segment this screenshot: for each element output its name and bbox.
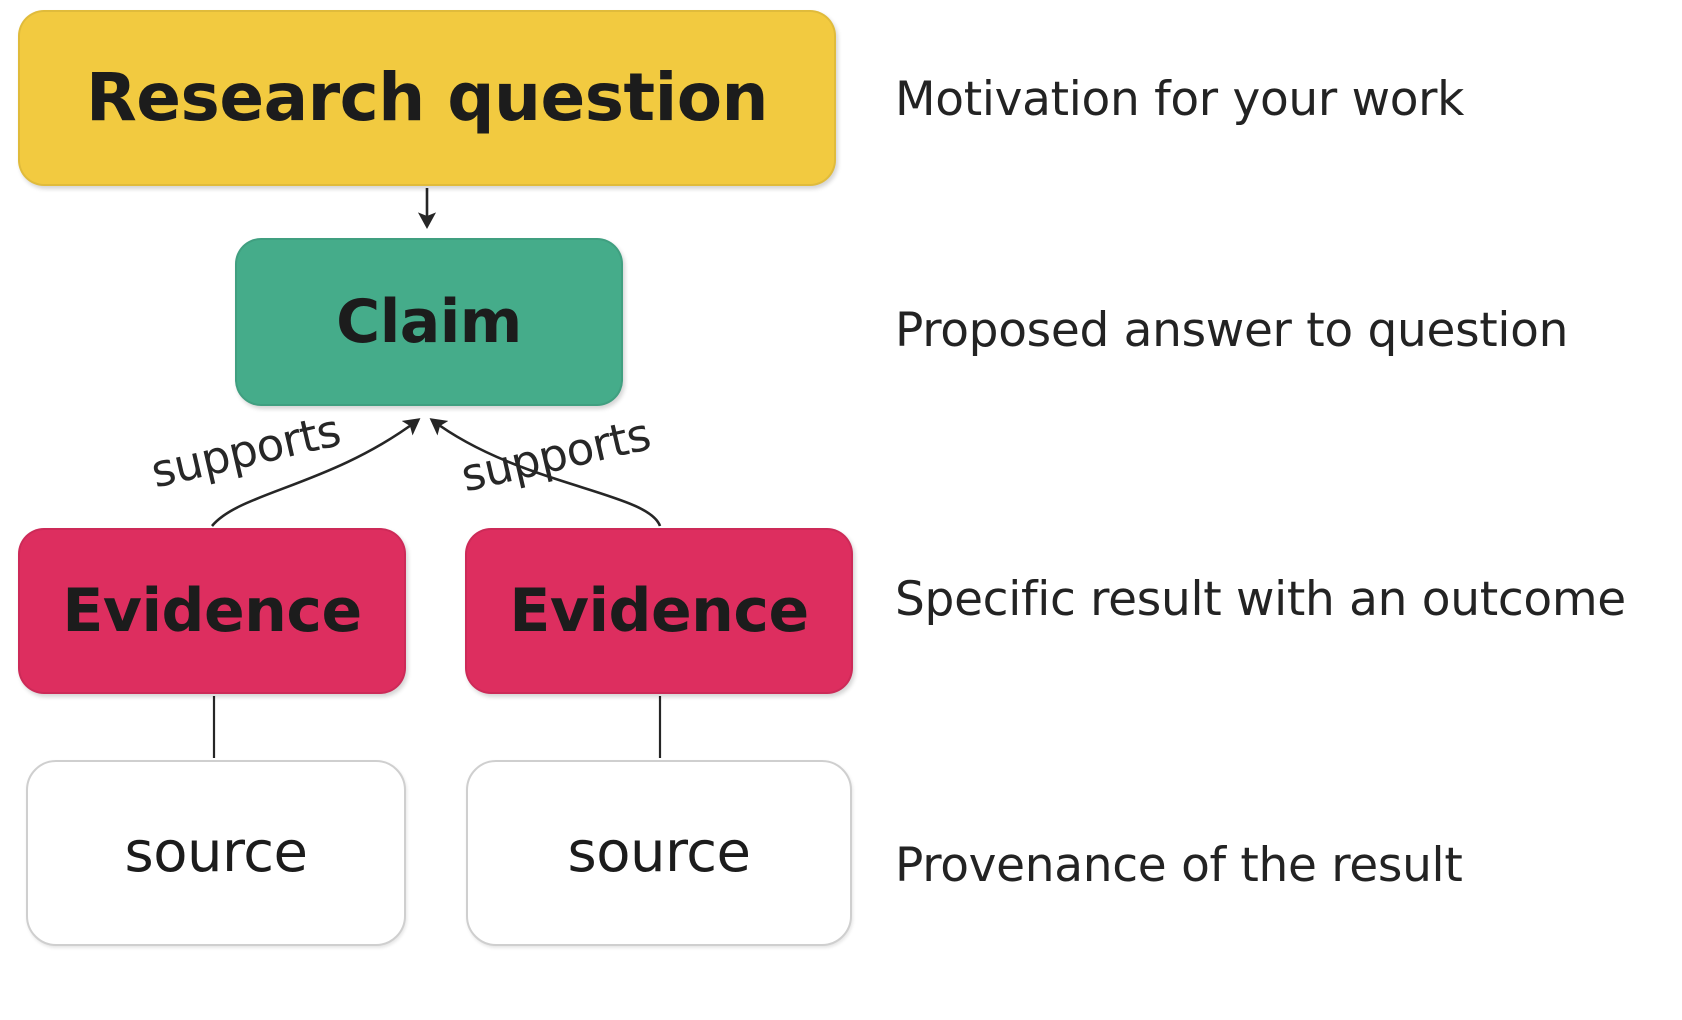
node-evidence-1-label: Evidence <box>62 575 362 646</box>
node-source-1-label: source <box>124 819 308 885</box>
node-research-question-label: Research question <box>85 59 769 137</box>
annotation-claim: Proposed answer to question <box>895 303 1569 358</box>
node-evidence-2-label: Evidence <box>509 575 809 646</box>
annotation-research-question: Motivation for your work <box>895 72 1465 127</box>
annotation-source: Provenance of the result <box>895 838 1463 893</box>
node-evidence-1[interactable]: Evidence <box>18 528 406 694</box>
node-research-question[interactable]: Research question <box>18 10 836 186</box>
edge-label-supports-right: supports <box>456 407 656 503</box>
node-evidence-2[interactable]: Evidence <box>465 528 853 694</box>
node-claim-label: Claim <box>336 286 522 357</box>
edge-label-supports-left: supports <box>146 403 346 499</box>
node-source-2[interactable]: source <box>466 760 852 946</box>
node-source-2-label: source <box>567 819 751 885</box>
node-claim[interactable]: Claim <box>235 238 623 406</box>
annotation-evidence: Specific result with an outcome <box>895 572 1626 627</box>
node-source-1[interactable]: source <box>26 760 406 946</box>
